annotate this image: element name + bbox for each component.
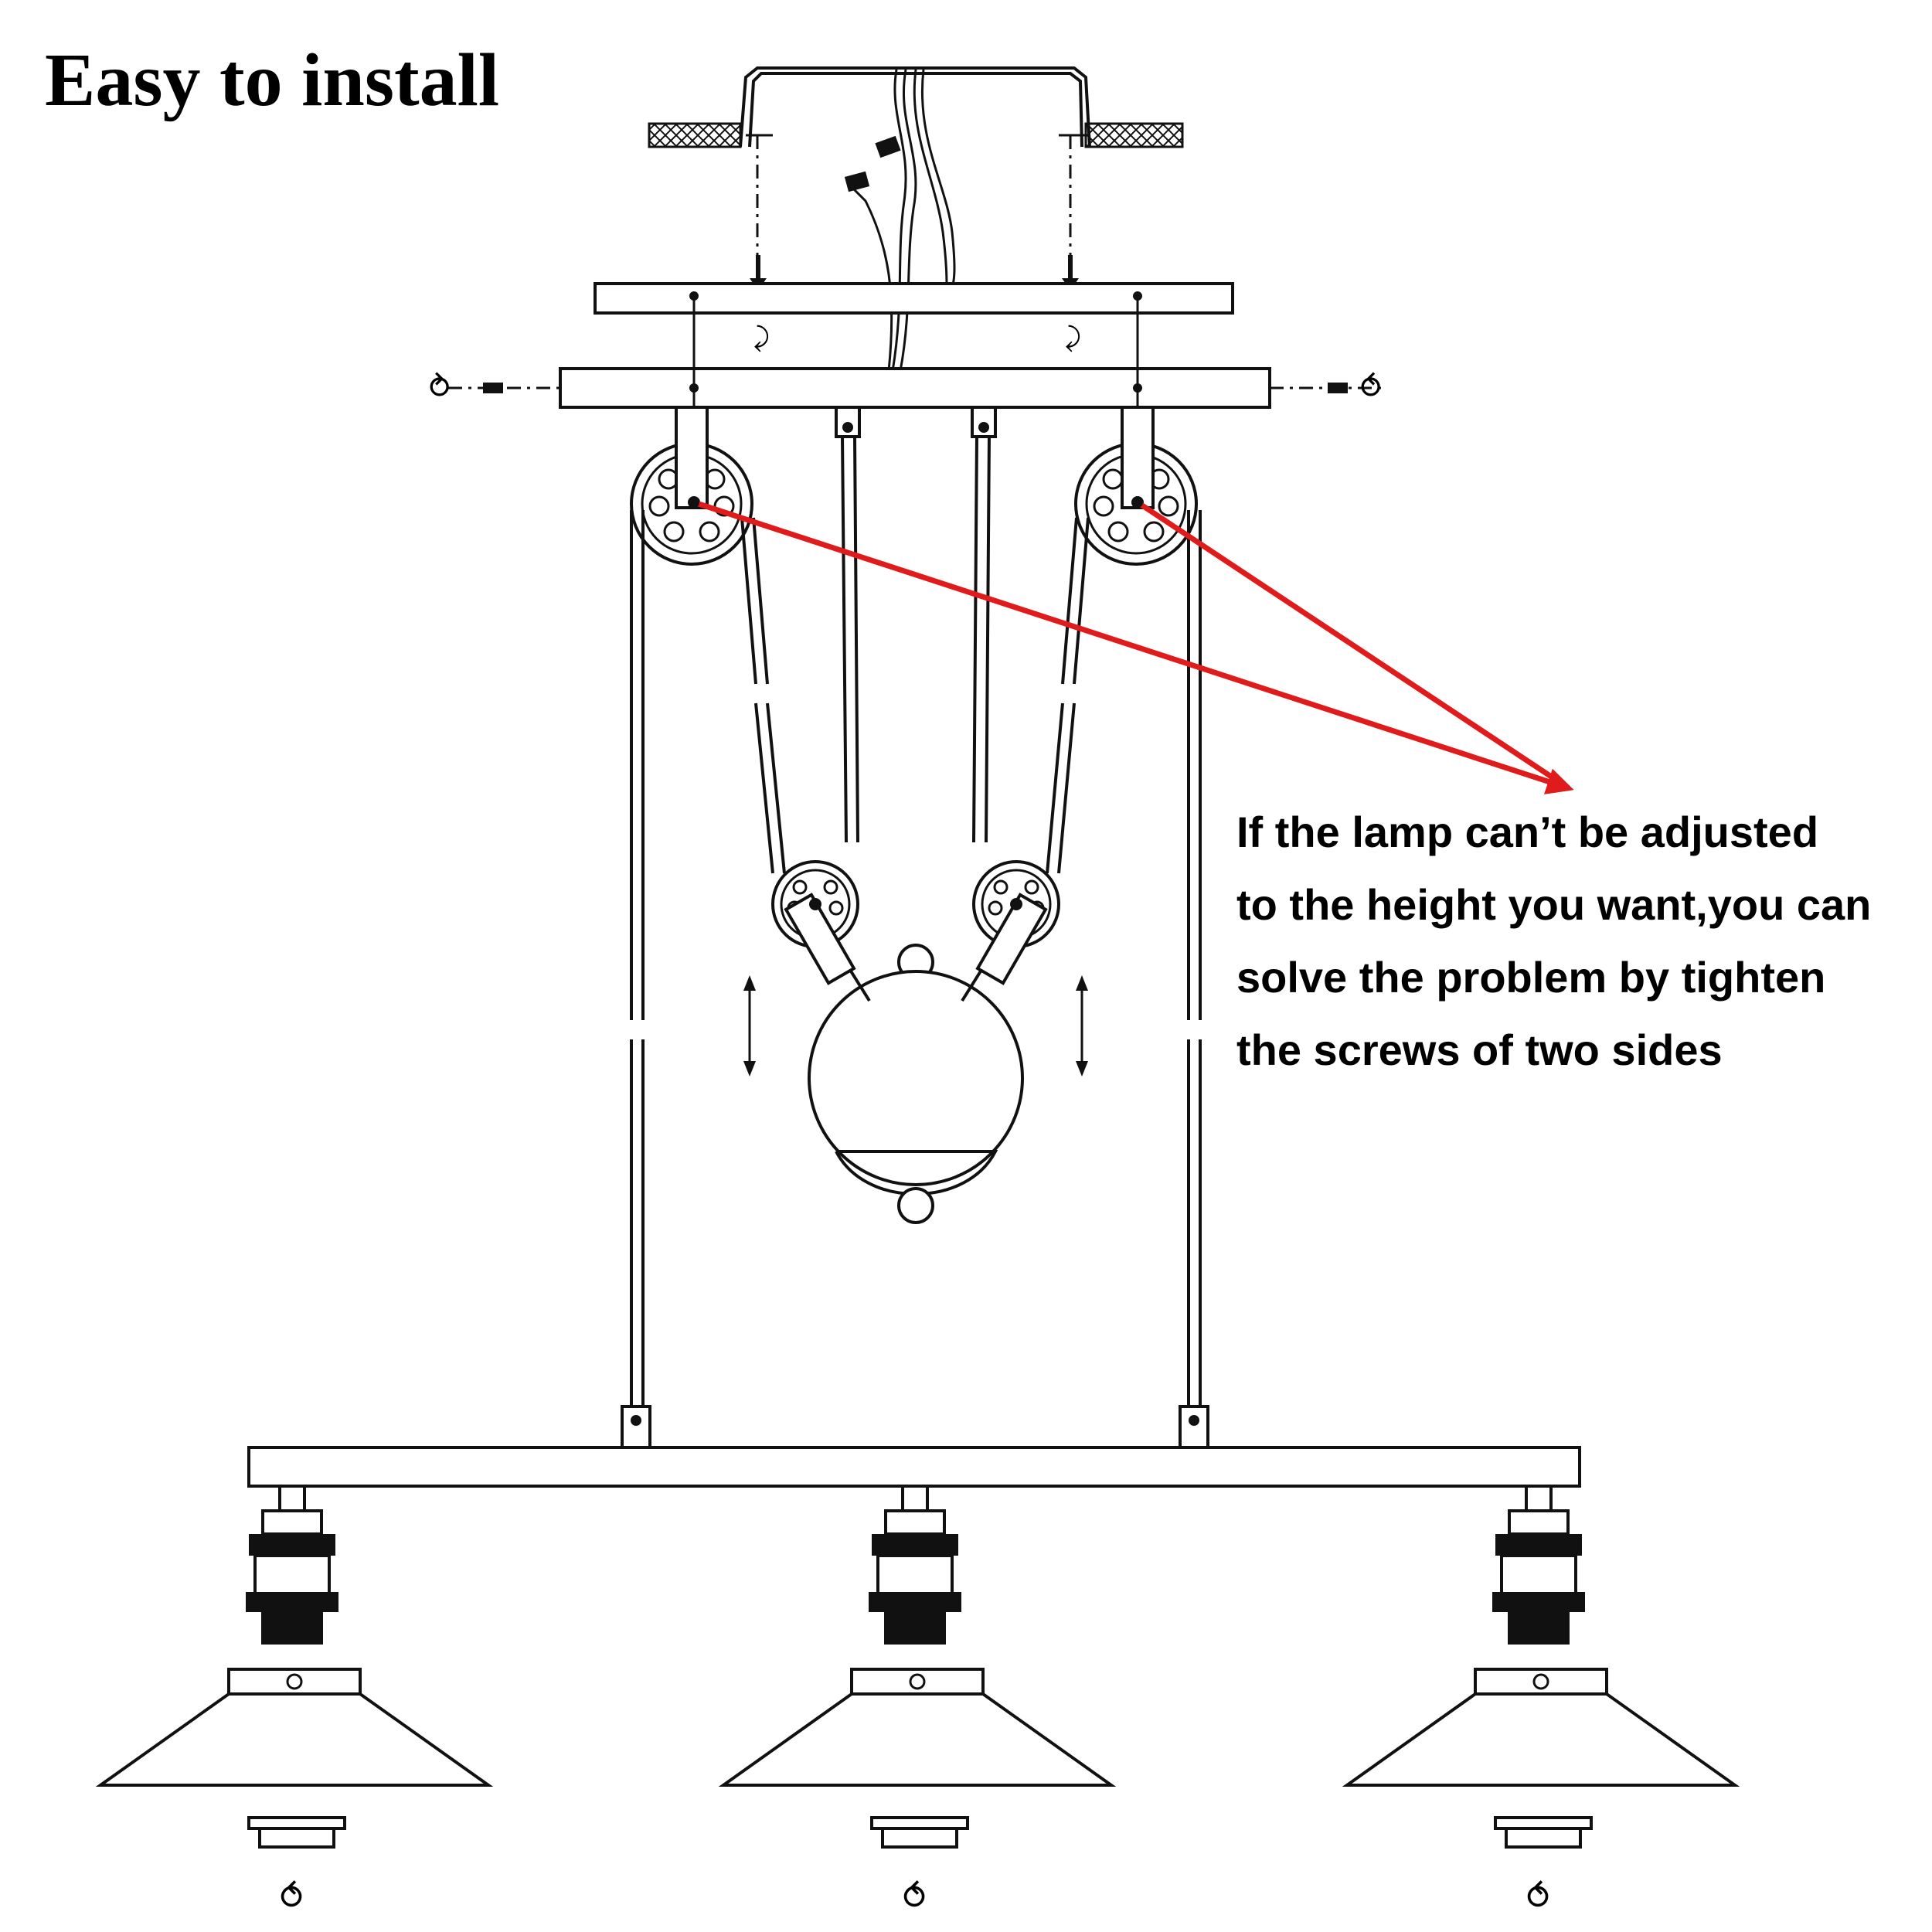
note-line-4: the screws of two sides xyxy=(1236,1026,1723,1074)
rotate-arrow-icon: ⥁ xyxy=(429,370,450,406)
adjustment-note: If the lamp can’t be adjusted to the hei… xyxy=(1236,796,1917,1087)
rotate-arrow-icon: ⥀ xyxy=(903,1878,926,1917)
lamp-assembly-2: ⥀ xyxy=(718,1485,1117,1917)
note-line-1: If the lamp can’t be adjusted xyxy=(1236,808,1819,856)
lamp-bar xyxy=(247,1405,1581,1488)
rotate-arrow-icon: ⥀ xyxy=(1360,370,1381,406)
pulley-right xyxy=(1074,406,1198,566)
red-arrows xyxy=(689,497,1574,794)
rotate-arrow-icon: ⤸ xyxy=(1065,322,1080,353)
lamp-assembly-3: ⥀ xyxy=(1342,1485,1740,1917)
lamp-assembly-1: ⥀ xyxy=(95,1485,494,1917)
note-line-3: solve the problem by tighten xyxy=(1236,953,1826,1002)
pulley-left xyxy=(630,406,753,566)
page-title: Easy to install xyxy=(45,39,500,122)
up-down-arrow-icon xyxy=(743,975,1088,1077)
inner-rods xyxy=(835,406,997,843)
ceiling-box xyxy=(648,66,1184,372)
wires xyxy=(844,69,956,372)
rotate-arrow-icon: ⤸ xyxy=(753,322,769,353)
lower-pulleys xyxy=(771,860,1060,985)
rotate-arrow-icon: ⥀ xyxy=(1526,1878,1549,1917)
counterweight-ball xyxy=(808,944,1024,1224)
rotate-arrow-icon: ⥀ xyxy=(280,1878,303,1917)
mounting-plate: ⤸ ⤸ ⥁ ⥀ xyxy=(429,282,1383,487)
note-line-2: to the height you want,you can xyxy=(1236,880,1872,929)
outer-cables xyxy=(630,510,1202,1406)
